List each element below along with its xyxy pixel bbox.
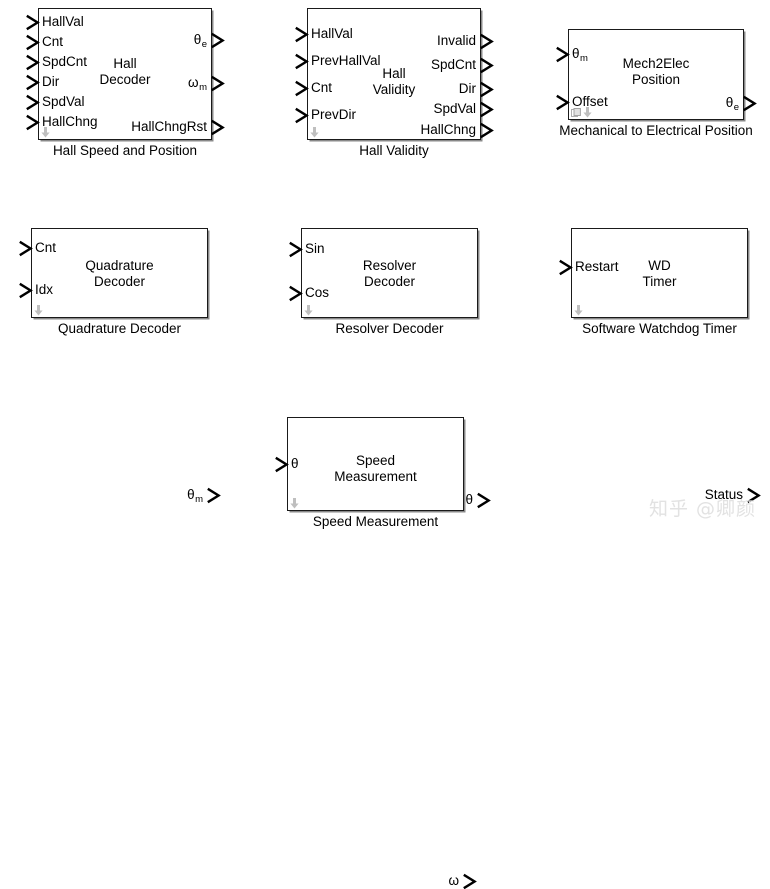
input-port-arrow-resolver-decoder-1[interactable] [289,286,302,301]
block-badges-resolver-decoder [304,305,313,316]
output-port-arrow-hall-validity-3[interactable] [480,102,493,117]
block-caption-software-watchdog-timer: Software Watchdog Timer [460,321,770,336]
input-port-arrow-resolver-decoder-0[interactable] [289,242,302,257]
output-port-arrow-hall-speed-and-position-2[interactable] [211,120,224,135]
block-caption-hall-validity: Hall Validity [194,143,594,158]
output-port-arrow-hall-validity-2[interactable] [480,82,493,97]
down-arrow-badge [41,127,50,138]
block-body-quadrature-decoder[interactable] [31,228,208,318]
input-port-label-speed-measurement-0: θ [291,457,299,471]
output-port-arrow-hall-validity-1[interactable] [480,58,493,73]
library-link-badge [571,108,581,118]
input-port-label-resolver-decoder-0: Sin [305,242,325,256]
block-badges-hall-validity [310,127,319,138]
output-port-arrow-speed-measurement-0[interactable] [463,874,476,889]
input-port-label-quadrature-decoder-0: Cnt [35,241,56,255]
input-port-arrow-mechanical-to-electrical-position-0[interactable] [556,47,569,62]
input-port-arrow-hall-speed-and-position-0[interactable] [26,15,39,30]
output-port-label-hall-speed-and-position-2: HallChngRst [38,120,207,134]
output-port-label-hall-speed-and-position-0: θe [38,33,207,52]
output-port-arrow-mechanical-to-electrical-position-0[interactable] [743,96,756,111]
block-body-resolver-decoder[interactable] [301,228,478,318]
input-port-arrow-hall-speed-and-position-4[interactable] [26,95,39,110]
input-port-arrow-quadrature-decoder-1[interactable] [19,283,32,298]
zhihu-watermark: 知乎 @卿颜 [649,494,756,521]
output-port-arrow-hall-speed-and-position-0[interactable] [211,33,224,48]
block-badges-hall-speed-and-position [41,127,50,138]
input-port-label-resolver-decoder-1: Cos [305,286,329,300]
input-port-label-quadrature-decoder-1: Idx [35,283,53,297]
down-arrow-badge [310,127,319,138]
output-port-label-hall-speed-and-position-1: ωm [38,76,207,95]
output-port-label-quadrature-decoder-0: θm [31,488,203,507]
block-body-speed-measurement[interactable] [287,417,464,511]
output-port-arrow-quadrature-decoder-0[interactable] [207,488,220,503]
down-arrow-badge [583,107,592,118]
output-port-label-hall-validity-4: HallChng [307,123,476,137]
input-port-label-mechanical-to-electrical-position-0: θm [572,47,588,66]
block-caption-mechanical-to-electrical-position: Mechanical to Electrical Position [456,123,770,138]
output-port-label-speed-measurement-0: ω [287,874,459,888]
input-port-label-hall-speed-and-position-0: HallVal [42,15,84,29]
down-arrow-badge [34,305,43,316]
input-port-label-hall-speed-and-position-2: SpdCnt [42,55,87,69]
output-port-label-hall-validity-3: SpdVal [307,102,476,116]
block-badges-quadrature-decoder [34,305,43,316]
block-badges-speed-measurement [290,498,299,509]
down-arrow-badge [304,305,313,316]
input-port-arrow-quadrature-decoder-0[interactable] [19,241,32,256]
output-port-label-hall-validity-0: Invalid [307,34,476,48]
output-port-label-hall-validity-1: SpdCnt [307,58,476,72]
down-arrow-badge [574,305,583,316]
block-caption-speed-measurement: Speed Measurement [176,514,576,529]
output-port-label-hall-validity-2: Dir [307,82,476,96]
output-port-arrow-hall-validity-0[interactable] [480,34,493,49]
input-port-arrow-software-watchdog-timer-0[interactable] [559,260,572,275]
output-port-arrow-resolver-decoder-0[interactable] [477,493,490,508]
output-port-label-mechanical-to-electrical-position-0: θe [568,96,739,115]
output-port-arrow-hall-speed-and-position-1[interactable] [211,76,224,91]
block-badges-mechanical-to-electrical-position [571,107,592,118]
input-port-arrow-speed-measurement-0[interactable] [275,457,288,472]
block-badges-software-watchdog-timer [574,305,583,316]
input-port-label-hall-speed-and-position-4: SpdVal [42,95,85,109]
input-port-arrow-hall-speed-and-position-2[interactable] [26,55,39,70]
input-port-label-software-watchdog-timer-0: Restart [575,260,619,274]
down-arrow-badge [290,498,299,509]
